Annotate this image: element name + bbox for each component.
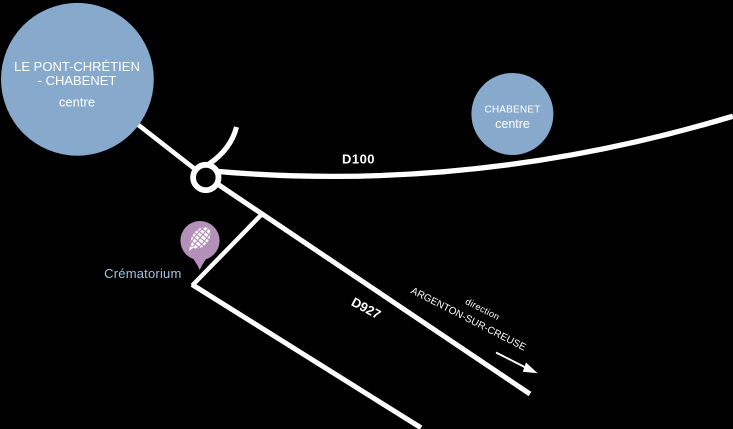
svg-text:LE PONT-CHRÉTIEN: LE PONT-CHRÉTIEN (14, 59, 140, 74)
svg-text:centre: centre (495, 117, 530, 131)
svg-text:centre: centre (59, 95, 95, 110)
svg-text:D100: D100 (342, 152, 375, 167)
svg-text:- CHABENET: - CHABENET (38, 73, 117, 88)
svg-text:Crématorium: Crématorium (104, 266, 181, 281)
svg-text:CHABENET: CHABENET (484, 105, 540, 116)
